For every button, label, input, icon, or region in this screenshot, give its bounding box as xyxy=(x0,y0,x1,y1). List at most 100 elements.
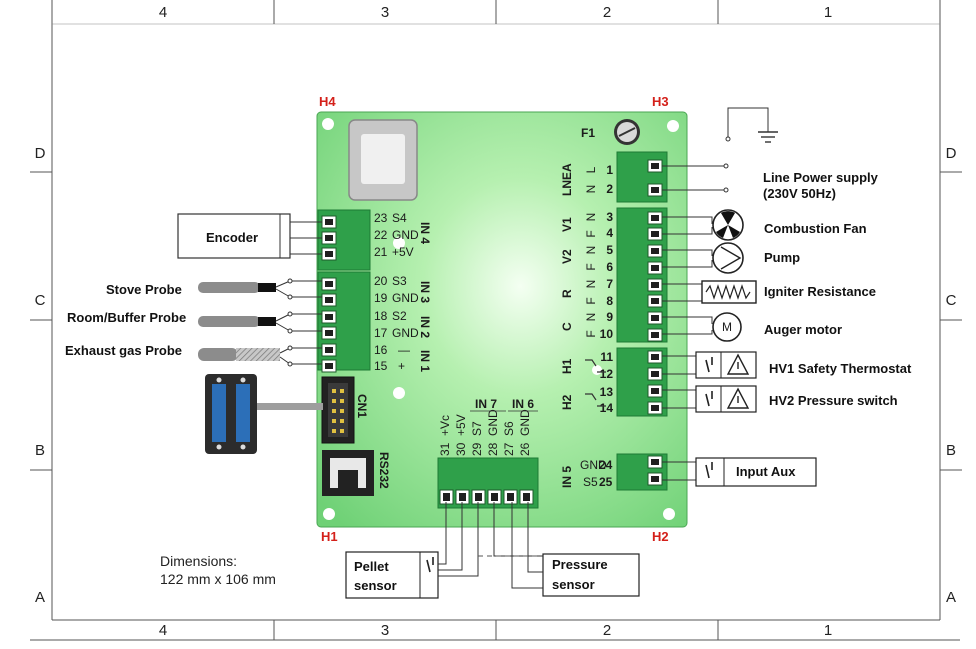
pellet-sensor-label-line2: sensor xyxy=(354,578,397,593)
terminal-screw xyxy=(647,244,663,258)
terminal-6-signal: F xyxy=(584,263,598,270)
terminal-17-signal: GND xyxy=(392,326,419,340)
pellet-sensor-label-line1: Pellet xyxy=(354,559,389,574)
terminal-screw xyxy=(647,401,663,415)
input-aux-label: Input Aux xyxy=(736,464,796,479)
group-in2: IN 2 xyxy=(418,316,432,338)
dimensions-value: 122 mm x 106 mm xyxy=(160,571,276,587)
terminal-3-signal: N xyxy=(584,213,598,222)
grid-col-top: 4 xyxy=(159,4,167,21)
terminal-25-signal: S5 xyxy=(583,475,598,489)
terminal-screw xyxy=(647,311,663,325)
terminal-18: 18 xyxy=(374,309,388,323)
terminal-screw xyxy=(647,328,663,342)
group-in1: IN 1 xyxy=(418,350,432,372)
mount-hole xyxy=(393,237,405,249)
group-c: C xyxy=(560,322,574,331)
grid-row-right: D xyxy=(946,145,957,162)
terminal-21: 21 xyxy=(374,245,388,259)
terminal-25: 25 xyxy=(599,475,613,489)
terminal-21-signal: +5V xyxy=(392,245,414,259)
fan-icon xyxy=(712,209,744,241)
terminal-screw xyxy=(321,310,337,324)
group-in6: IN 6 xyxy=(512,397,534,411)
bottom-terminal-block xyxy=(437,457,539,509)
terminal-screw xyxy=(321,231,337,245)
terminal-4-signal: F xyxy=(584,230,598,237)
grid-row-left: C xyxy=(35,292,46,309)
cn1-pin xyxy=(340,409,344,413)
terminal-19-signal: GND xyxy=(392,291,419,305)
terminal-22: 22 xyxy=(374,228,388,242)
exhaust-gas-probe xyxy=(198,345,322,367)
pressure-sensor-label-line2: sensor xyxy=(552,577,595,592)
terminal-5: 5 xyxy=(606,243,613,257)
terminal-24-signal: GND xyxy=(580,458,607,472)
safety-thermostat-icon xyxy=(695,351,757,379)
grid-col-top: 3 xyxy=(381,4,389,21)
mount-hole xyxy=(322,118,334,130)
grid-col-bottom: 3 xyxy=(381,622,389,639)
grid-row-left: D xyxy=(35,145,46,162)
terminal-23: 23 xyxy=(374,211,388,225)
terminal-20: 20 xyxy=(374,274,388,288)
terminal-screw xyxy=(471,489,486,505)
terminal-28: 28 xyxy=(486,442,500,456)
terminal-4: 4 xyxy=(606,226,613,240)
corner-label-h2: H2 xyxy=(652,529,669,544)
terminal-screw xyxy=(647,261,663,275)
mount-hole xyxy=(323,508,335,520)
encoder-label: Encoder xyxy=(206,230,258,245)
grid-row-left: A xyxy=(35,589,45,606)
grid-column-labels: 4 3 2 1 4 3 2 1 xyxy=(159,4,832,639)
left-terminal-block xyxy=(317,209,371,373)
grid-row-left: B xyxy=(35,442,45,459)
terminal-29-signal: S7 xyxy=(470,421,484,436)
terminal-screw xyxy=(455,489,470,505)
dimensions-title: Dimensions: xyxy=(160,553,237,569)
terminal-screw xyxy=(321,215,337,229)
grid-row-labels: D C B A D C B A xyxy=(35,145,957,606)
stove-probe xyxy=(198,278,322,300)
terminal-screw xyxy=(503,489,518,505)
terminal-screw xyxy=(647,278,663,292)
cn1-pin xyxy=(340,389,344,393)
group-in7: IN 7 xyxy=(475,397,497,411)
group-h1: H1 xyxy=(560,358,574,374)
terminal-28-signal: GND xyxy=(486,409,500,436)
motor-symbol: M xyxy=(722,320,732,334)
pump-label: Pump xyxy=(764,250,800,265)
drawing-frame xyxy=(30,0,962,641)
right-terminal-labels: 1 L 2 N 3 N 4 F 5 N 6 F 7 N 8 F 9 N 10 F… xyxy=(560,163,613,415)
cn1-pin xyxy=(332,419,336,423)
room-buffer-probe xyxy=(198,311,322,334)
terminal-8-signal: F xyxy=(584,297,598,304)
mount-hole xyxy=(667,120,679,132)
corner-label-h3: H3 xyxy=(652,94,669,109)
room-buffer-probe-label: Room/Buffer Probe xyxy=(67,310,186,325)
group-h2: H2 xyxy=(560,394,574,410)
cn1-connector xyxy=(321,376,355,444)
terminal-31-signal: +Vc xyxy=(438,415,452,436)
terminal-3: 3 xyxy=(606,210,613,224)
grid-row-right: B xyxy=(946,442,956,459)
terminal-screw xyxy=(439,489,454,505)
line-power-label: Line Power supply xyxy=(763,170,879,185)
stove-probe-label: Stove Probe xyxy=(106,282,182,297)
terminal-15-signal: + xyxy=(398,359,405,373)
grid-col-bottom: 2 xyxy=(603,622,611,639)
terminal-20-signal: S3 xyxy=(392,274,407,288)
igniter-label: Igniter Resistance xyxy=(764,284,876,299)
terminal-27: 27 xyxy=(502,442,516,456)
terminal-screw xyxy=(647,294,663,308)
cn1-pin xyxy=(332,399,336,403)
terminal-screw xyxy=(519,489,534,505)
pump-icon xyxy=(712,242,744,274)
corner-label-h1: H1 xyxy=(321,529,338,544)
terminal-26-signal: GND xyxy=(518,409,532,436)
terminal-screw xyxy=(647,384,663,398)
terminal-30-signal: +5V xyxy=(454,414,468,436)
terminal-9-signal: N xyxy=(584,313,598,322)
terminal-11: 11 xyxy=(600,350,613,364)
